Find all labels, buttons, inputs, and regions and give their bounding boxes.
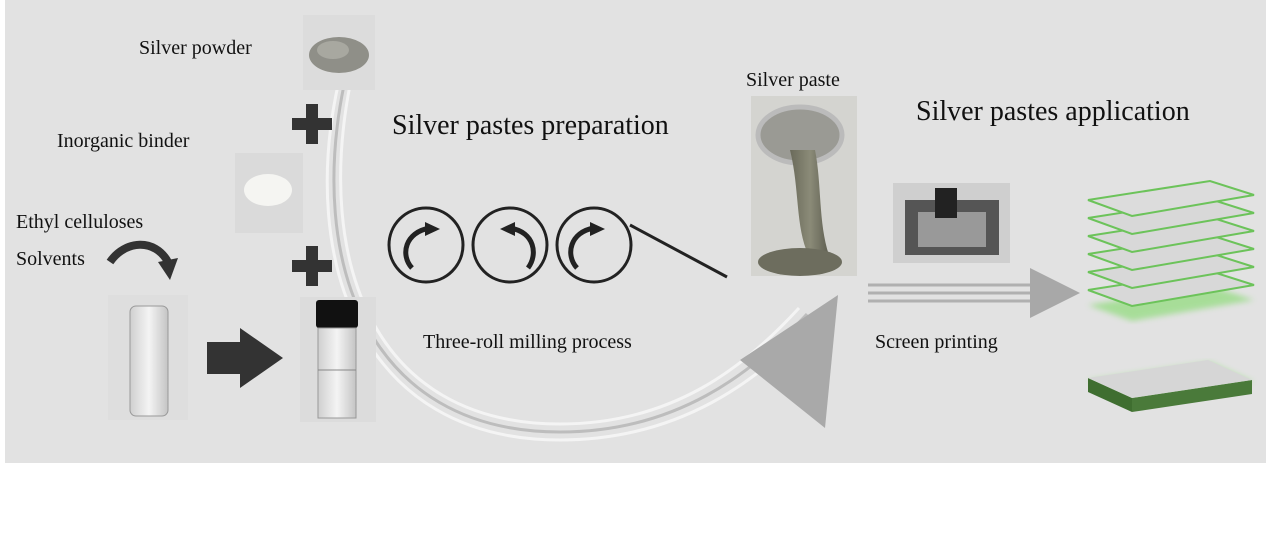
printed-substrate bbox=[1088, 360, 1254, 412]
solvent-vial-image bbox=[300, 297, 376, 422]
plus-icon bbox=[292, 246, 332, 286]
screen-printing-label: Screen printing bbox=[875, 331, 998, 353]
empty-vial-image bbox=[108, 295, 188, 420]
milling-label: Three-roll milling process bbox=[423, 331, 632, 353]
preparation-title: Silver pastes preparation bbox=[392, 110, 669, 141]
three-roll-mill-icon bbox=[387, 206, 728, 284]
screen-printing-arrow bbox=[868, 268, 1080, 318]
application-title: Silver pastes application bbox=[916, 96, 1190, 127]
diagram-panel bbox=[5, 0, 1266, 463]
stacked-printed-layers bbox=[1087, 179, 1255, 321]
inorganic-binder-label: Inorganic binder bbox=[57, 130, 190, 152]
silver-powder-image bbox=[303, 15, 375, 90]
inorganic-binder-image bbox=[235, 153, 303, 233]
plus-icon bbox=[292, 104, 332, 144]
curved-process-arrow bbox=[325, 84, 817, 442]
silver-paste-image bbox=[751, 96, 857, 276]
silver-paste-label: Silver paste bbox=[746, 69, 840, 91]
rotation-arrow-icon bbox=[425, 222, 605, 236]
curved-arrow-icon bbox=[106, 240, 178, 280]
ethyl-celluloses-label: Ethyl celluloses bbox=[16, 211, 143, 233]
silver-powder-label: Silver powder bbox=[139, 37, 252, 59]
screen-printer-image bbox=[893, 183, 1010, 263]
solvents-label: Solvents bbox=[16, 248, 85, 270]
curved-arrow-head bbox=[740, 295, 838, 428]
right-arrow-icon bbox=[207, 328, 283, 388]
